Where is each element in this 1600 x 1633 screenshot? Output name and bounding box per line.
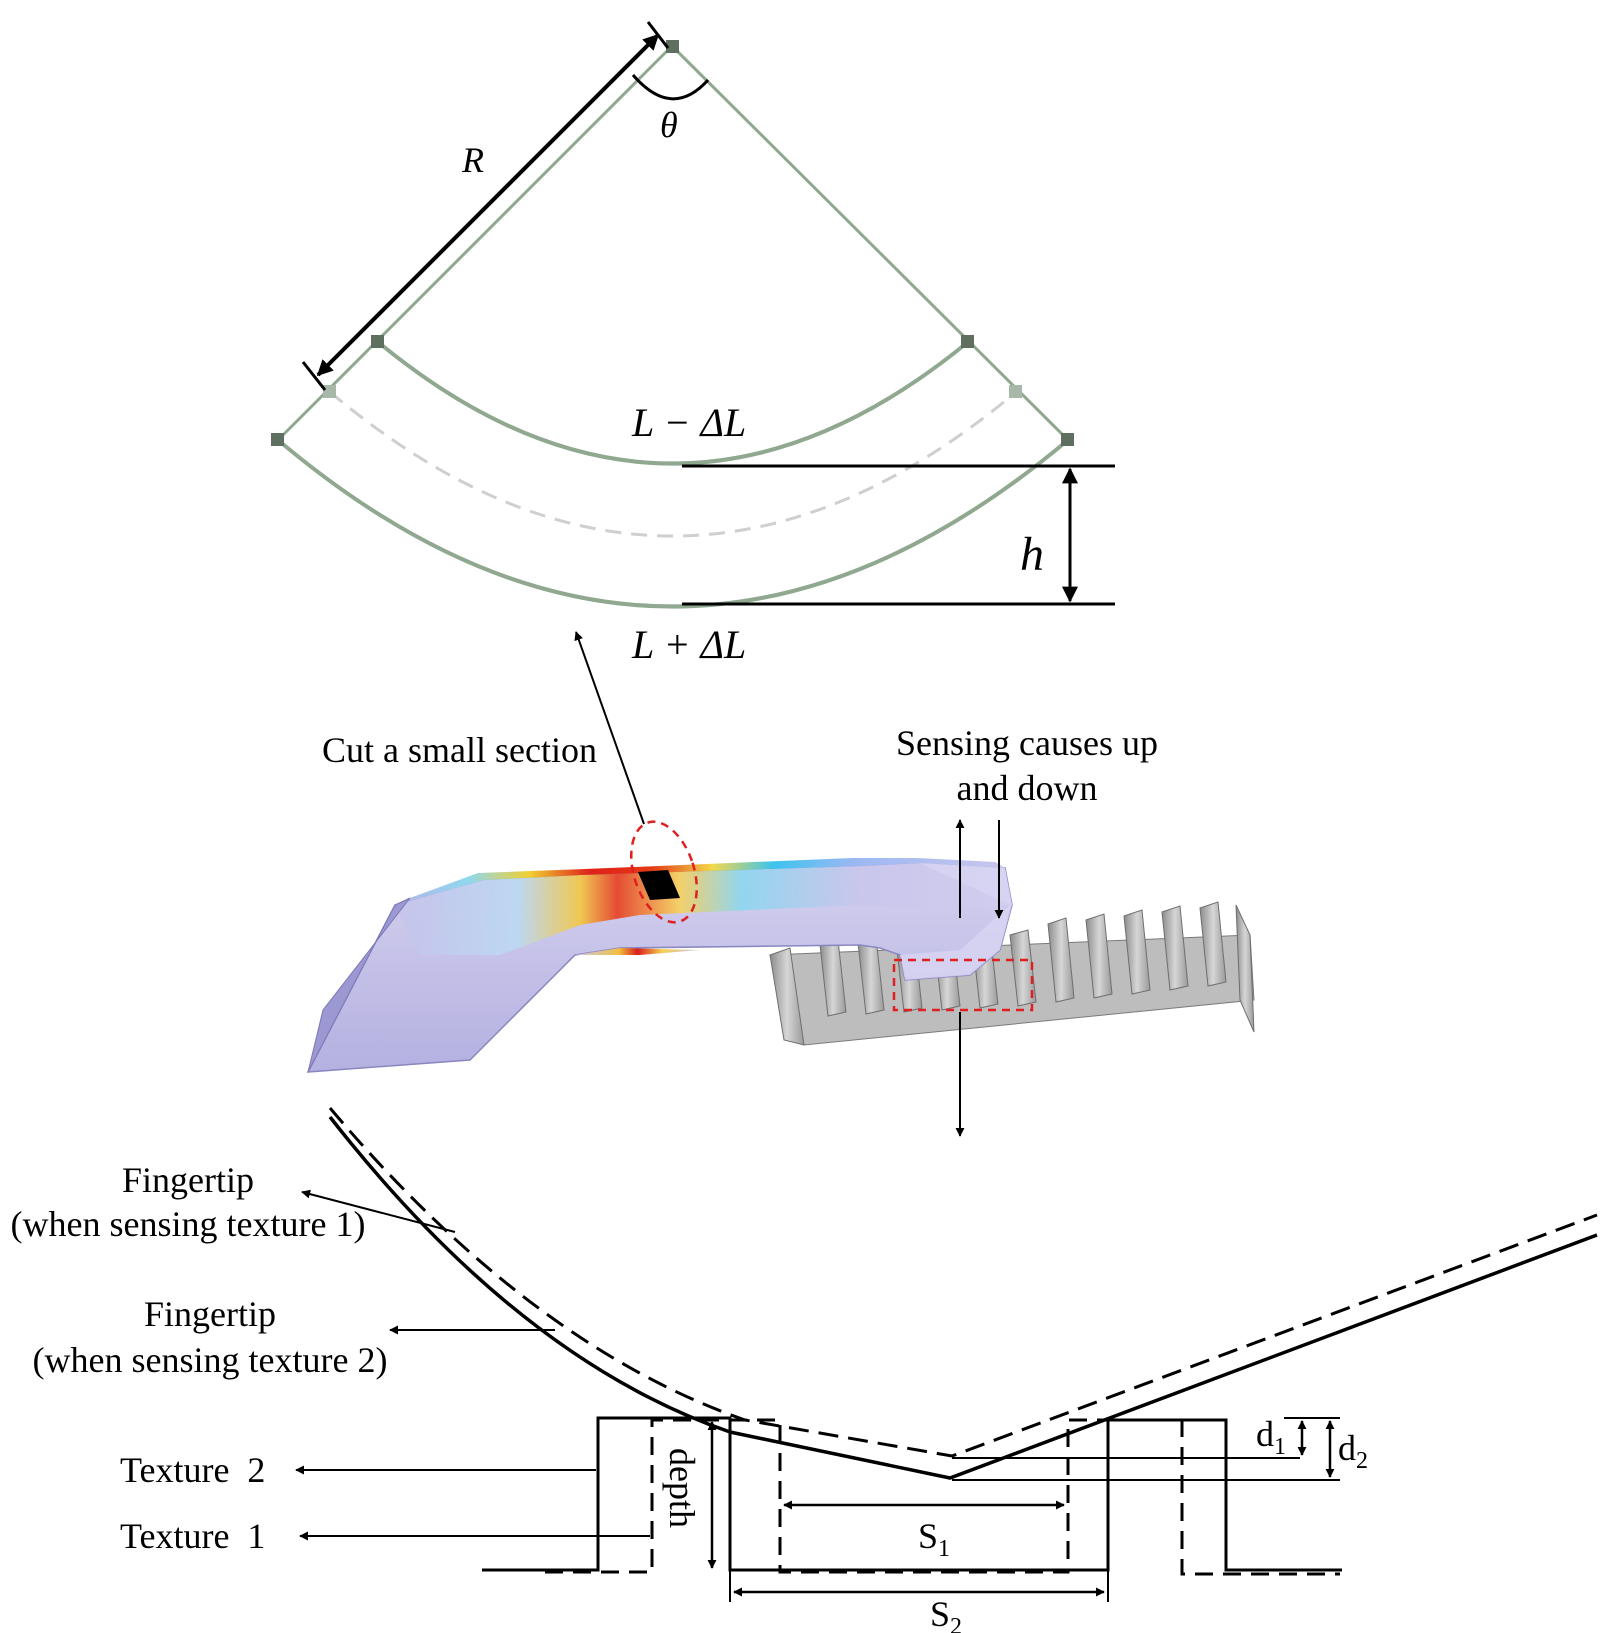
sensing-label-line2: and down	[957, 768, 1098, 808]
radius-tick-top	[646, 21, 670, 49]
fingertip1-label-line1: Fingertip	[122, 1160, 254, 1200]
sensing-label-line1: Sensing causes up	[896, 723, 1158, 763]
texture-cross-section: depth S1 S2 d1 d2 Fingertip (when sensin…	[11, 1107, 1598, 1633]
fingertip1-label-line2: (when sensing texture 1)	[11, 1204, 366, 1244]
inner-length-label: L − ΔL	[631, 400, 746, 445]
s1-label: S1	[918, 1516, 950, 1562]
stress-simulation: Cut a small section Sensing causes up an…	[306, 631, 1255, 1137]
node-mid-right	[1009, 385, 1022, 398]
sector-right-edge	[670, 44, 1070, 442]
radius-tick-bottom	[301, 361, 327, 391]
d1-label: d1	[1256, 1414, 1286, 1460]
node-inner-right	[961, 335, 974, 348]
finger-body	[306, 858, 1013, 1073]
node-inner-left	[371, 335, 384, 348]
texture2-profile	[482, 1416, 1342, 1572]
angle-arc	[631, 74, 710, 101]
ribbed-texture-plate	[769, 901, 1255, 1046]
outer-arc	[276, 438, 1070, 609]
outer-length-label: L + ΔL	[631, 622, 746, 667]
s2-label: S2	[930, 1594, 962, 1633]
node-outer-right	[1061, 433, 1074, 446]
radius-label: R	[461, 140, 484, 180]
cut-section-leader-arrow	[574, 631, 645, 825]
node-outer-left	[271, 433, 284, 446]
fingertip1-leader	[301, 1189, 456, 1233]
fingertip-profile-texture1	[328, 1115, 1598, 1480]
fingertip-profile-texture2	[328, 1107, 1598, 1458]
contact-region-highlight	[892, 958, 1034, 1012]
thickness-label: h	[1020, 528, 1044, 581]
cut-section-label: Cut a small section	[322, 730, 597, 770]
texture1-profile	[545, 1418, 1340, 1576]
cut-section-highlight	[630, 820, 698, 924]
fingertip2-label-line1: Fingertip	[144, 1294, 276, 1334]
cut-section-element	[638, 870, 680, 900]
angle-label: θ	[660, 105, 678, 145]
radius-dimension-arrow	[316, 33, 660, 377]
bending-geometry: R θ L − ΔL L + ΔL h	[271, 21, 1115, 667]
sector-left-edge	[276, 44, 674, 442]
texture1-label: Texture 1	[120, 1516, 265, 1556]
texture2-label: Texture 2	[120, 1450, 265, 1490]
fingertip2-label-line2: (when sensing texture 2)	[33, 1340, 388, 1380]
depth-label: depth	[662, 1448, 702, 1528]
node-apex	[666, 40, 679, 53]
node-mid-left	[323, 385, 336, 398]
inner-arc	[376, 340, 970, 466]
d2-label: d2	[1338, 1428, 1368, 1474]
neutral-arc	[329, 390, 1017, 538]
